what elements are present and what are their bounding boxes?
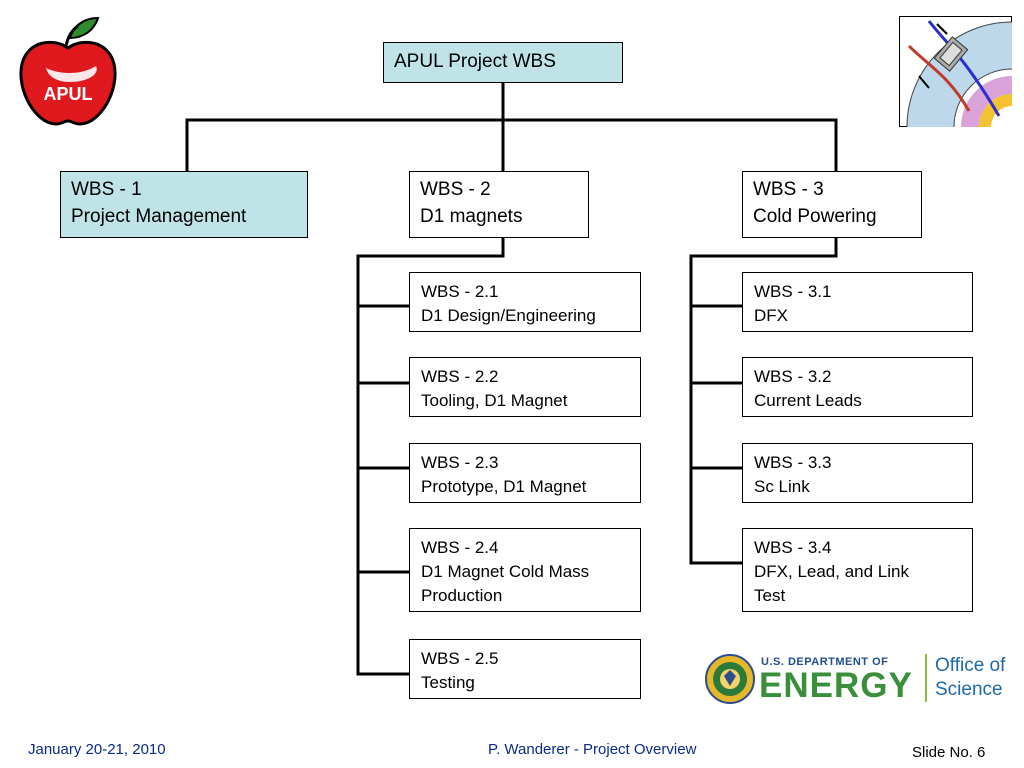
wbs-3-2-box: WBS - 3.2 Current Leads: [742, 357, 973, 417]
wbs-2-title: D1 magnets: [420, 205, 523, 227]
wbs-1-title: Project Management: [71, 205, 247, 227]
apple-body-icon: [19, 40, 117, 126]
wbs-3-4-title: DFX, Lead, and Link: [754, 561, 909, 581]
wbs-root-box: APUL Project WBS: [383, 42, 623, 83]
footer-slide-number: Slide No. 6: [912, 744, 986, 761]
wbs-2-1-number: WBS - 2.1: [421, 282, 499, 301]
doe-department-text: U.S. DEPARTMENT OF: [761, 656, 889, 668]
wbs-1-box: WBS - 1 Project Management: [60, 171, 308, 238]
wbs-3-1-number: WBS - 3.1: [754, 282, 832, 301]
wbs-1-number: WBS - 1: [71, 179, 142, 200]
wbs-2-2-box: WBS - 2.2 Tooling, D1 Magnet: [409, 357, 641, 417]
doe-office-line2: Science: [935, 678, 1003, 700]
wbs-2-3-number: WBS - 2.3: [421, 453, 499, 472]
wbs-3-1-title: DFX: [754, 305, 788, 325]
wbs-3-2-title: Current Leads: [754, 390, 862, 410]
apul-logo-text: APUL: [44, 84, 93, 104]
wbs-2-5-title: Testing: [421, 672, 475, 692]
wbs-2-3-title: Prototype, D1 Magnet: [421, 476, 587, 496]
wbs-2-5-number: WBS - 2.5: [421, 649, 499, 668]
doe-office-of-science-logo: U.S. DEPARTMENT OF ENERGY Office of Scie…: [705, 648, 1005, 712]
wbs-2-1-box: WBS - 2.1 D1 Design/Engineering: [409, 272, 641, 332]
wbs-3-3-box: WBS - 3.3 Sc Link: [742, 443, 973, 503]
footer-date: January 20-21, 2010: [28, 741, 166, 758]
wbs-2-4-title-cont: Production: [421, 585, 503, 605]
apul-apple-logo: APUL: [19, 16, 117, 126]
wbs-3-1-box: WBS - 3.1 DFX: [742, 272, 973, 332]
doe-seal-icon: [705, 654, 755, 704]
apple-highlight-icon: [46, 66, 97, 82]
wbs-2-4-box: WBS - 2.4 D1 Magnet Cold Mass Production: [409, 528, 641, 612]
wbs-3-3-number: WBS - 3.3: [754, 453, 832, 472]
wbs-2-4-number: WBS - 2.4: [421, 538, 499, 557]
wbs-2-2-number: WBS - 2.2: [421, 367, 499, 386]
doe-office-line1: Office of: [935, 655, 1006, 676]
wbs-2-1-title: D1 Design/Engineering: [421, 305, 596, 325]
doe-energy-text: ENERGY: [759, 666, 913, 705]
wbs-2-number: WBS - 2: [420, 179, 491, 200]
doe-office-text: Office of Science: [925, 654, 1005, 702]
magnet-cross-section-logo: [899, 16, 1012, 127]
wbs-3-box: WBS - 3 Cold Powering: [742, 171, 922, 238]
wbs-root-label: APUL Project WBS: [394, 51, 556, 72]
wbs-2-5-box: WBS - 2.5 Testing: [409, 639, 641, 699]
wbs-3-4-number: WBS - 3.4: [754, 538, 832, 557]
wbs-3-3-title: Sc Link: [754, 476, 810, 496]
footer-presenter: P. Wanderer - Project Overview: [488, 741, 697, 758]
wbs-3-4-box: WBS - 3.4 DFX, Lead, and Link Test: [742, 528, 973, 612]
wbs-2-box: WBS - 2 D1 magnets: [409, 171, 589, 238]
wbs-3-title: Cold Powering: [753, 205, 877, 227]
wbs-2-4-title: D1 Magnet Cold Mass: [421, 561, 590, 581]
wbs-2-2-title: Tooling, D1 Magnet: [421, 390, 568, 410]
apple-stem-icon: [64, 24, 79, 47]
wbs-3-4-title-cont: Test: [754, 585, 786, 605]
wbs-3-2-number: WBS - 3.2: [754, 367, 832, 386]
wbs-3-number: WBS - 3: [753, 179, 824, 200]
wbs-2-3-box: WBS - 2.3 Prototype, D1 Magnet: [409, 443, 641, 503]
